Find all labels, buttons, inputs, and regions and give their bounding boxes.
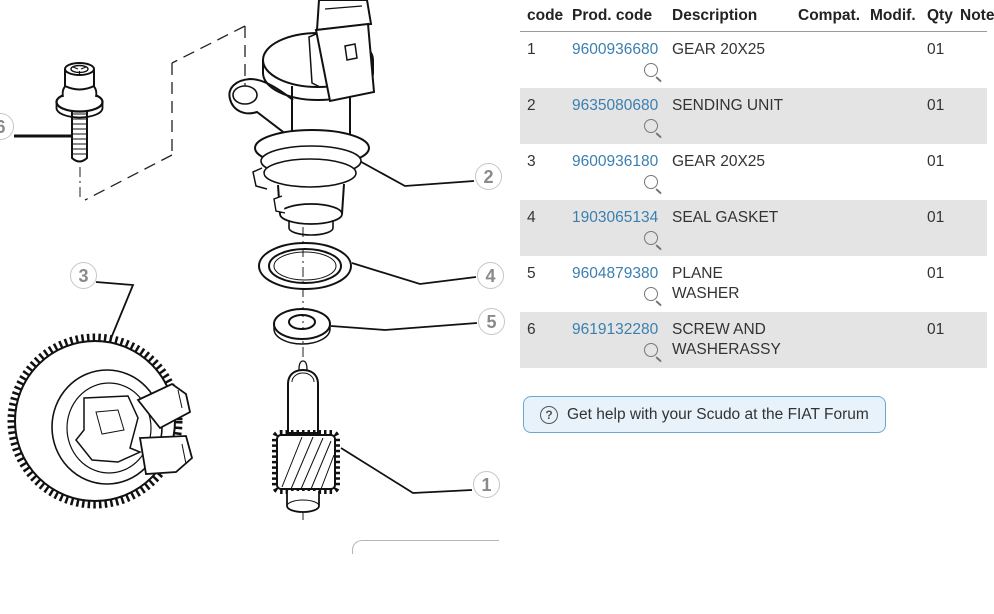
parts-table: code Prod. code Description Compat. Modi… — [520, 0, 994, 368]
table-row: 5 9604879380 PLANE WASHER 01 — [520, 256, 987, 312]
table-row: 2 9635080680 SENDING UNIT 01 — [520, 88, 987, 144]
modif-cell — [865, 256, 922, 312]
code-cell: 4 — [527, 209, 536, 226]
code-cell: 3 — [527, 153, 536, 170]
col-header-prod-code: Prod. code — [572, 6, 653, 24]
prod-code-link[interactable]: 1903065134 — [572, 209, 659, 226]
magnifier-icon[interactable] — [644, 231, 658, 245]
compat-cell — [793, 32, 865, 88]
table-row: 3 9600936180 GEAR 20X25 01 — [520, 144, 987, 200]
magnifier-icon[interactable] — [644, 175, 658, 189]
description-cell: SEAL GASKET — [672, 209, 779, 226]
prod-code-link[interactable]: 9619132280 — [572, 321, 659, 338]
prod-code-link[interactable]: 9604879380 — [572, 265, 659, 282]
prod-code-cell: 9604879380 — [567, 256, 668, 312]
note-cell — [955, 200, 987, 256]
magnifier-icon[interactable] — [644, 343, 658, 357]
prod-code-cell: 9600936180 — [567, 144, 668, 200]
dashed-plane — [84, 25, 246, 201]
col-header-description: Description — [672, 6, 758, 24]
callout-3: 3 — [70, 262, 97, 289]
prod-code-cell: 9619132280 — [567, 312, 668, 368]
modif-cell — [865, 312, 922, 368]
code-cell: 1 — [527, 41, 536, 58]
compat-cell — [793, 88, 865, 144]
note-cell — [955, 32, 987, 88]
prod-code-cell: 1903065134 — [567, 200, 668, 256]
col-header-compat: Compat. — [798, 6, 860, 24]
note-cell — [955, 88, 987, 144]
table-row: 1 9600936680 GEAR 20X25 01 — [520, 32, 987, 88]
worm-gear-drawing — [7, 333, 194, 509]
parts-diagram — [7, 0, 478, 520]
table-row: 4 1903065134 SEAL GASKET 01 — [520, 200, 987, 256]
note-cell — [955, 312, 987, 368]
table-header-row: code Prod. code Description Compat. Modi… — [520, 0, 994, 32]
description-cell: SCREW AND WASHERASSY — [672, 321, 781, 358]
qty-cell: 01 — [927, 41, 945, 58]
leader-lines — [14, 134, 478, 494]
forum-help-label: Get help with your Scudo at the FIAT For… — [567, 405, 869, 423]
compat-cell — [793, 256, 865, 312]
modif-cell — [865, 32, 922, 88]
plane-washer-drawing — [273, 308, 332, 345]
parts-diagram-panel: 1 2 3 4 5 6 — [0, 0, 505, 554]
modif-cell — [865, 144, 922, 200]
callout-4: 4 — [477, 262, 504, 289]
compat-cell — [793, 312, 865, 368]
callout-1: 1 — [473, 471, 500, 498]
table-body: 1 9600936680 GEAR 20X25 01 2 9635080680 … — [520, 32, 987, 368]
compat-cell — [793, 144, 865, 200]
pinion-drawing — [272, 360, 340, 513]
seal-gasket-drawing — [258, 242, 353, 290]
col-header-qty: Qty — [927, 6, 953, 24]
callout-5: 5 — [478, 308, 505, 335]
note-cell — [955, 144, 987, 200]
table-row: 6 9619132280 SCREW AND WASHERASSY 01 — [520, 312, 987, 368]
code-cell: 6 — [527, 321, 536, 338]
question-mark-icon: ? — [540, 405, 558, 424]
col-header-code: code — [527, 6, 564, 24]
compat-cell — [793, 200, 865, 256]
qty-cell: 01 — [927, 209, 945, 226]
callout-2: 2 — [475, 163, 502, 190]
qty-cell: 01 — [927, 153, 945, 170]
description-cell: SENDING UNIT — [672, 97, 784, 114]
magnifier-icon[interactable] — [644, 63, 658, 77]
sending-unit-drawing — [228, 0, 376, 236]
modif-cell — [865, 88, 922, 144]
prod-code-link[interactable]: 9635080680 — [572, 97, 659, 114]
magnifier-icon[interactable] — [644, 119, 658, 133]
prod-code-cell: 9600936680 — [567, 32, 668, 88]
next-panel-corner — [352, 540, 499, 554]
screw-drawing — [55, 62, 104, 163]
qty-cell: 01 — [927, 97, 945, 114]
description-cell: PLANE WASHER — [672, 265, 740, 302]
description-cell: GEAR 20X25 — [672, 41, 766, 58]
prod-code-link[interactable]: 9600936180 — [572, 153, 659, 170]
code-cell: 5 — [527, 265, 536, 282]
description-cell: GEAR 20X25 — [672, 153, 766, 170]
magnifier-icon[interactable] — [644, 287, 658, 301]
code-cell: 2 — [527, 97, 536, 114]
note-cell — [955, 256, 987, 312]
qty-cell: 01 — [927, 321, 945, 338]
forum-help-button[interactable]: ? Get help with your Scudo at the FIAT F… — [523, 396, 886, 433]
modif-cell — [865, 200, 922, 256]
col-header-modif: Modif. — [870, 6, 916, 24]
prod-code-cell: 9635080680 — [567, 88, 668, 144]
qty-cell: 01 — [927, 265, 945, 282]
col-header-note: Note — [960, 6, 994, 24]
prod-code-link[interactable]: 9600936680 — [572, 41, 659, 58]
